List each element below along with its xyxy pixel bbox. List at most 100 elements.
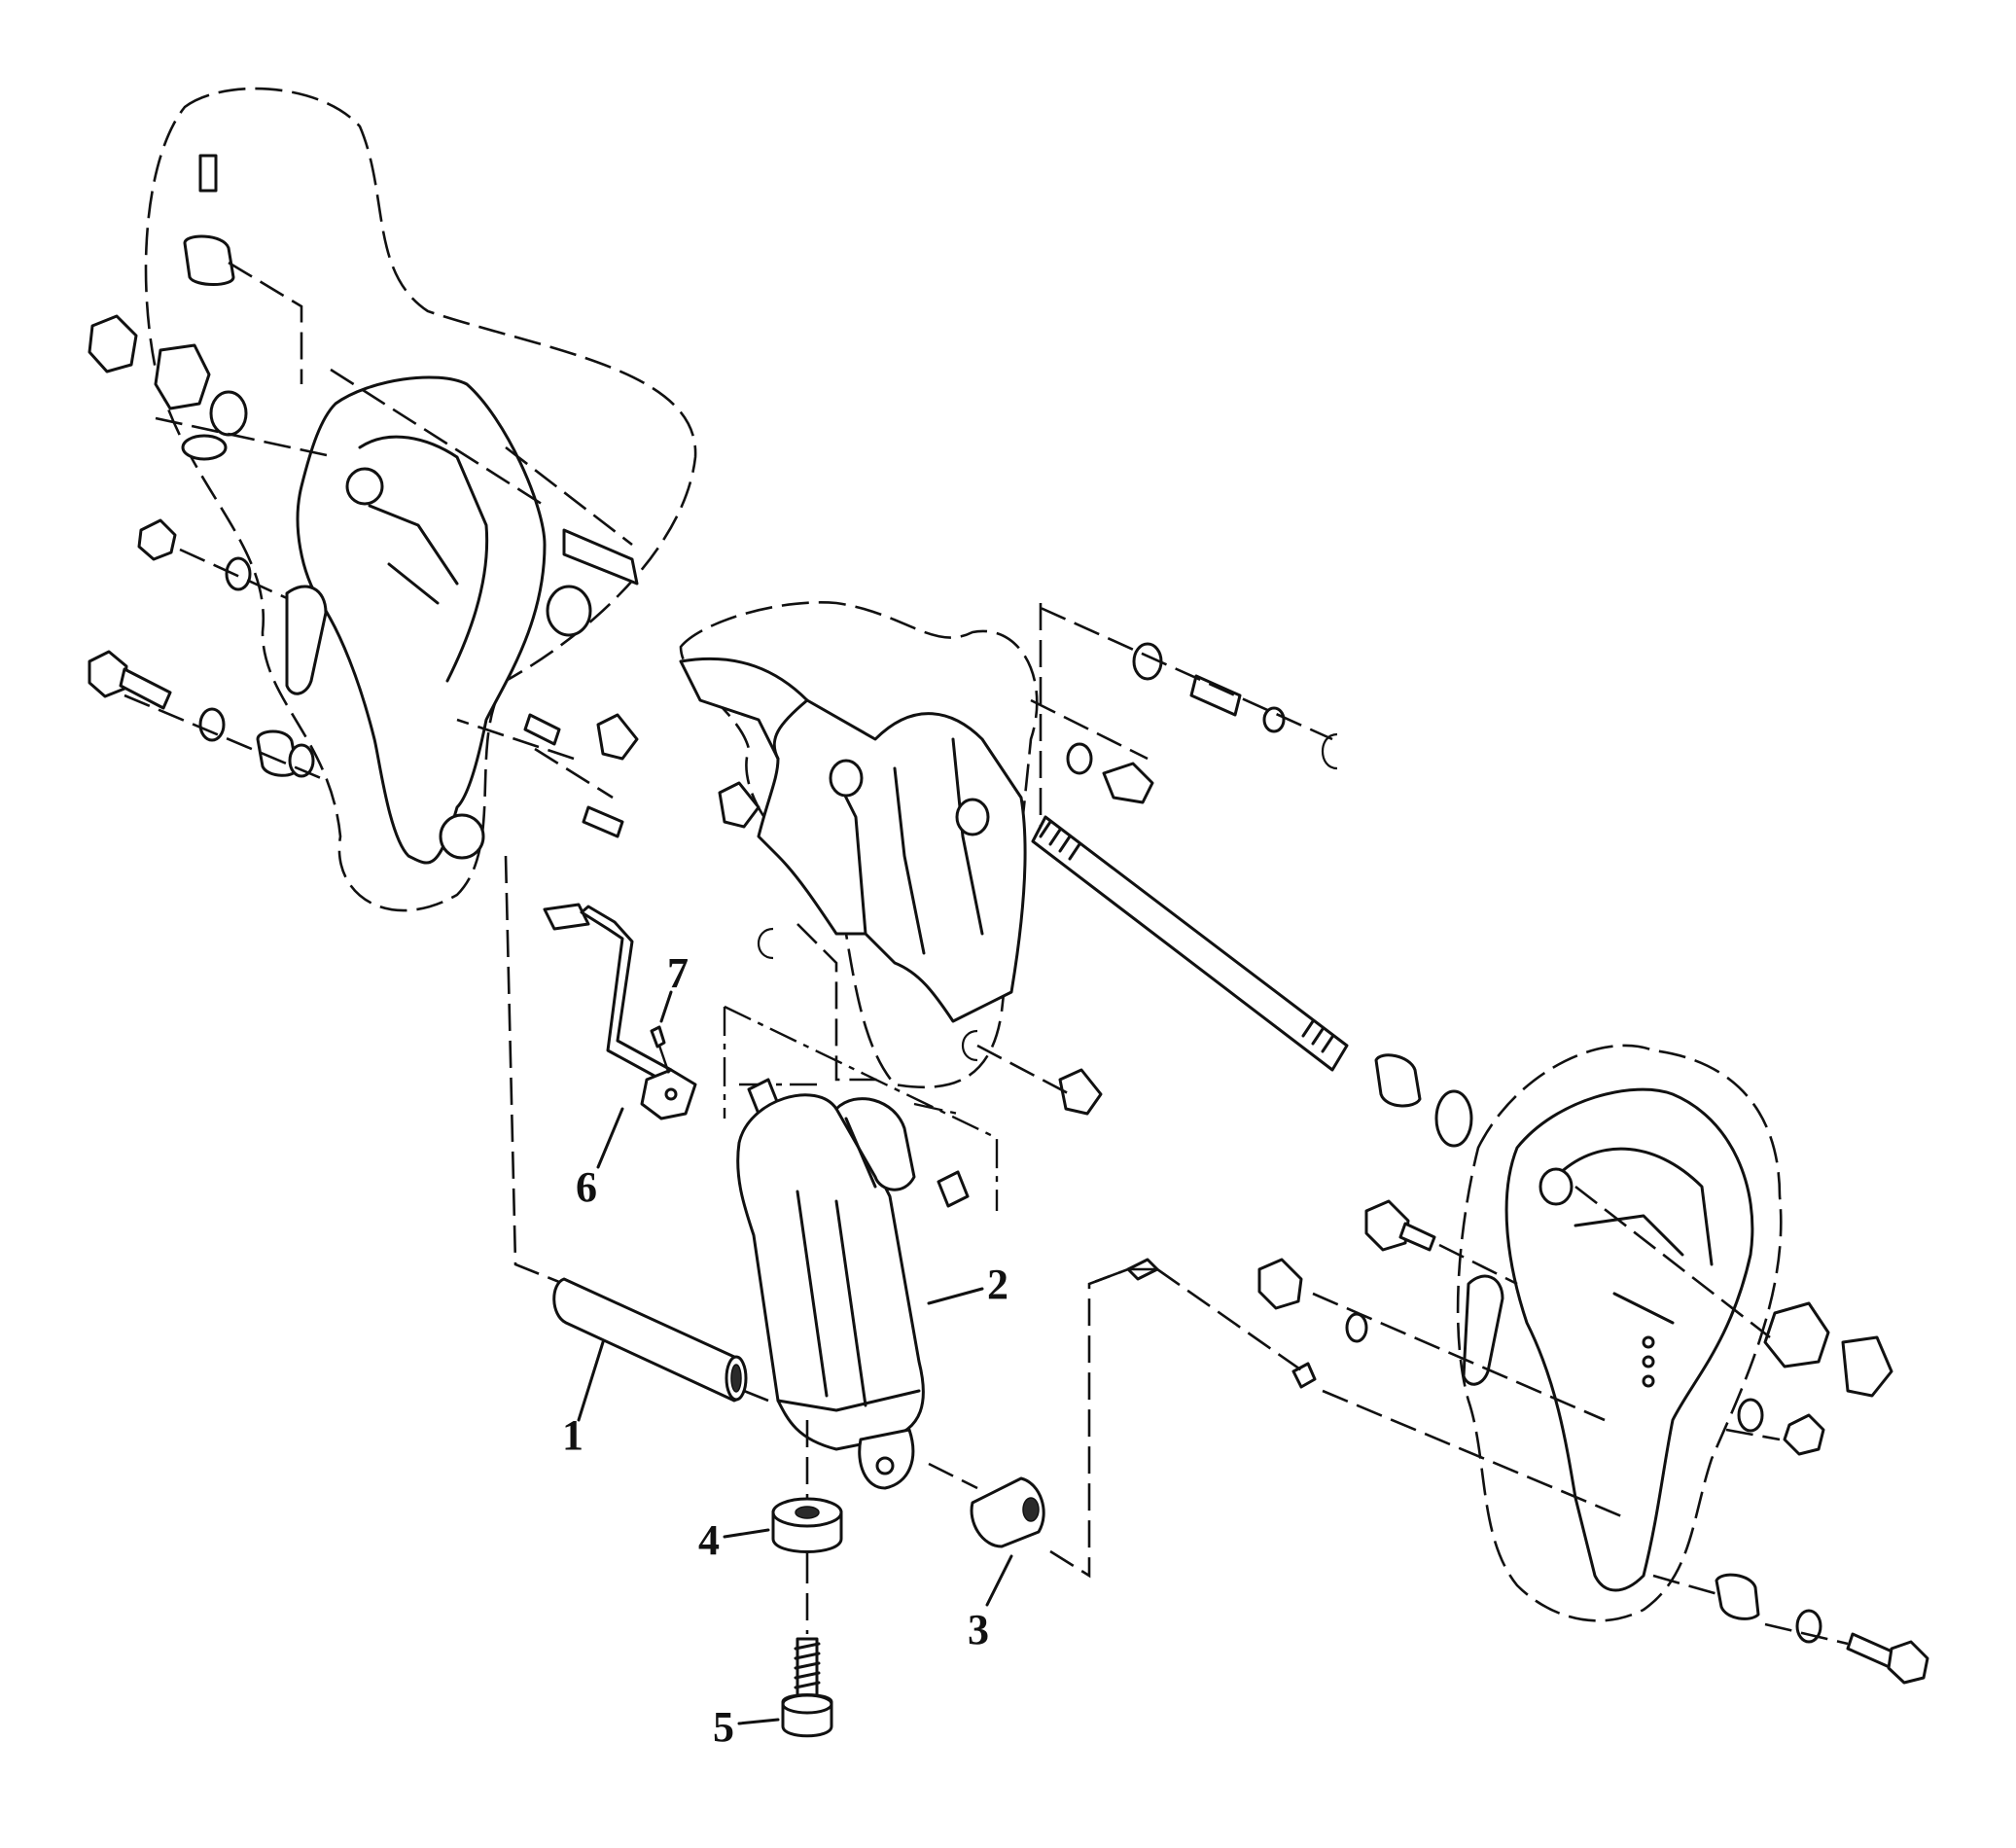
left-washer-mid [225,556,252,591]
cylinder-mount-bushing-right [937,1170,970,1208]
tilt-cylinder-cap [834,1097,916,1191]
right-bracket-pivot-hole [1539,1167,1574,1206]
callout-leader-6 [596,1107,624,1169]
left-bracket-bolt-2 [582,805,624,838]
left-washer-bottom [288,743,315,778]
right-bracket-adjust-hole-3 [1642,1374,1655,1388]
right-bracket-dashed-outline [1456,1044,1783,1622]
part-4-spacer-group [723,1497,843,1634]
right-clamp-bracket [1504,1087,1754,1592]
swivel-bolt-mid-right [1102,762,1154,804]
left-dash-leaders [124,261,633,800]
callout-4: 4 [698,1516,720,1564]
part-3-bushing-group [970,1267,1129,1607]
part-5-capscrew-group [737,1637,833,1738]
left-long-bolt-head [88,650,128,698]
swivel-snap-ring [1322,732,1338,770]
sleeve-bore [730,1364,742,1393]
right-bracket-adjust-hole-1 [1642,1335,1655,1349]
callout-leader-4 [723,1528,770,1539]
callout-leader-1 [577,1340,605,1422]
swivel-washer-mid-right [1066,742,1093,775]
screw-threads [794,1642,821,1689]
swivel-sleeve-upper [1189,674,1242,717]
tilt-tube-rod [1031,815,1349,1072]
spacer-bore [795,1506,820,1519]
left-washer-flat [181,434,228,461]
right-end-cap [1841,1335,1893,1398]
left-nut-large [154,343,211,410]
grease-fitting-3 [1058,1068,1103,1116]
right-bushing-lower [1715,1573,1760,1620]
callout-6: 6 [576,1163,597,1211]
pivot-shaft-stub [562,528,639,586]
top-pin [198,154,218,193]
grease-fitting-2 [718,781,760,829]
cylinder-mount-leaders [723,1005,999,1211]
left-nut-upper [88,314,138,373]
right-nut-small [1783,1413,1825,1456]
tilt-cylinder-edges [776,1117,921,1412]
tilt-cylinder-body [736,1093,925,1451]
part-1-sleeve-group [504,855,769,1422]
pivot-washer [546,585,592,637]
right-bolt-upper [1364,1199,1410,1252]
rod-washer [1434,1089,1473,1148]
sleeve-leader-line [504,855,769,1403]
swivel-small-washer [1262,706,1286,733]
rod-eye-hole [875,1456,895,1475]
left-bracket-bolt-1 [523,713,561,746]
callout-labels: 1 2 3 4 5 6 7 [562,949,1008,1751]
part-6-lever-group [543,903,697,1169]
callout-7: 7 [667,949,689,997]
swivel-snap-ring-2 [758,927,774,960]
lever-bracket-hole [664,1087,678,1101]
left-bracket-pivot-hole [345,467,384,506]
left-long-bolt-shank [119,667,172,710]
right-bolt-mid [1257,1258,1303,1310]
rod-thread-left [1039,820,1081,861]
callout-5: 5 [713,1703,734,1751]
left-clamp-bracket-group [88,87,697,912]
swivel-bracket-group [596,601,1473,1148]
left-bracket-lower-hole [439,813,485,860]
part-6-lever-handle [543,903,590,931]
swivel-hole-right [955,798,990,836]
swivel-hole-left [829,759,864,798]
right-long-bolt-head [1887,1640,1929,1685]
right-bracket-ribs [1554,1147,1714,1325]
right-nut-large [1763,1301,1830,1368]
callout-leader-5 [737,1718,780,1725]
part-6-lever-rod [580,905,673,1082]
swivel-ribs [772,698,984,955]
left-bracket-inner-rib [358,435,489,683]
swivel-bracket [679,657,1027,1023]
callout-leader-7 [659,990,673,1023]
screw-7-to-bracket [657,1045,673,1081]
right-washer-mid [1345,1312,1368,1343]
right-bracket-adjust-hole-2 [1642,1355,1655,1368]
callout-leader-3 [985,1554,1013,1607]
left-washer-lower [198,707,226,742]
part-1-sleeve-tube [552,1277,747,1403]
swivel-dash-leaders [796,603,1333,1096]
left-washer-upper [209,390,248,437]
swivel-snap-ring-3 [962,1029,978,1062]
grease-fitting-1 [596,713,639,761]
bushing-leader-line [1049,1267,1129,1579]
part-3-bushing [970,1476,1045,1548]
callout-2: 2 [987,1261,1008,1308]
rod-thread-right [1301,1019,1334,1053]
cylinder-leader-2 [927,1287,984,1305]
callout-1: 1 [562,1411,584,1459]
bushing-bore [1022,1497,1040,1522]
right-clamp-lever [1462,1274,1504,1386]
right-dash-leaders [1088,1185,1849,1646]
tilt-cylinder-group [723,1005,999,1556]
left-clamp-lever [285,585,328,695]
right-clamp-bracket-group [1088,1044,1929,1685]
right-bolt-upper-shank [1398,1222,1436,1252]
screw-head-top [781,1693,833,1715]
callout-3: 3 [968,1606,989,1653]
